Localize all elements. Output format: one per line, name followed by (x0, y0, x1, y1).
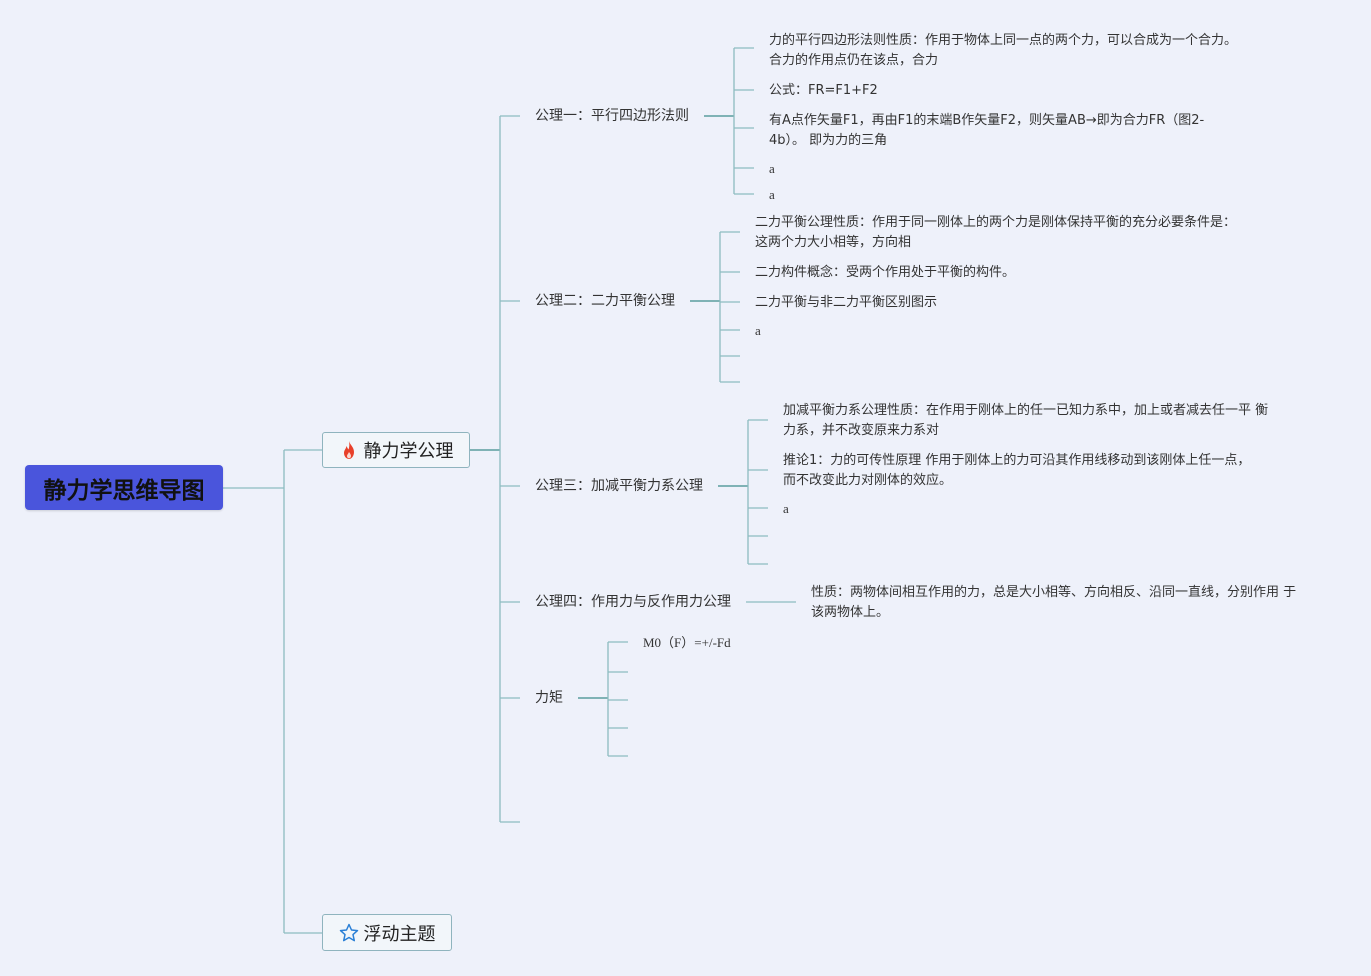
main-topic[interactable]: 静力学公理 (322, 432, 470, 468)
leaf-axiom-2-concept[interactable]: 二力构件概念：受两个作用处于平衡的构件。 (755, 265, 1016, 280)
main-topic-label: 静力学公理 (363, 441, 454, 462)
leaf-axiom-1-property[interactable]: 力的平行四边形法则性质：作用于物体上同一点的两个力，可以合成为一个合力。 合力的… (769, 33, 1238, 68)
leaf-axiom-3-property[interactable]: 加减平衡力系公理性质：在作用于刚体上的任一已知力系中，加上或者减去任一平 衡力系… (783, 403, 1269, 438)
leaf-axiom-3-a[interactable]: a (783, 501, 789, 516)
branch-axiom-2[interactable]: 公理二：二力平衡公理 (535, 293, 675, 309)
leaf-axiom-4-property[interactable]: 性质：两物体间相互作用的力，总是大小相等、方向相反、沿同一直线，分别作用 于该两… (811, 585, 1297, 620)
leaf-axiom-2-a[interactable]: a (755, 323, 761, 338)
fire-icon (339, 440, 359, 460)
leaf-axiom-3-corollary[interactable]: 推论1：力的可传性原理 作用于刚体上的力可沿其作用线移动到该刚体上任一点，而不改… (783, 453, 1251, 488)
star-icon (339, 923, 359, 943)
branch-axiom-1[interactable]: 公理一：平行四边形法则 (535, 108, 689, 124)
connector-b3-trunk (747, 419, 768, 565)
floating-topic-label: 浮动主题 (363, 923, 436, 945)
connector-main-trunk (499, 115, 520, 823)
connector-b2-trunk (719, 231, 740, 383)
connector-root (223, 449, 322, 934)
leaf-moment-formula[interactable]: M0（F）=+/-Fd (643, 635, 731, 650)
branch-axiom-4[interactable]: 公理四：作用力与反作用力公理 (535, 594, 731, 610)
floating-topic[interactable]: 浮动主题 (322, 914, 452, 951)
connector-b1-trunk (733, 47, 754, 195)
root-topic-label: 静力学思维导图 (43, 477, 205, 504)
connector-b5-trunk (607, 641, 628, 757)
branch-axiom-3[interactable]: 公理三：加减平衡力系公理 (535, 478, 703, 494)
leaf-axiom-2-diagram[interactable]: 二力平衡与非二力平衡区别图示 (755, 295, 938, 310)
leaf-axiom-1-a1[interactable]: a (769, 161, 775, 176)
root-topic[interactable]: 静力学思维导图 (25, 465, 223, 510)
leaf-axiom-1-construction[interactable]: 有A点作矢量F1，再由F1的末端B作矢量F2，则矢量AB→即为合力FR（图2-4… (769, 113, 1205, 148)
leaf-axiom-1-formula[interactable]: 公式：FR=F1+F2 (769, 83, 878, 98)
leaf-axiom-2-property[interactable]: 二力平衡公理性质：作用于同一刚体上的两个力是刚体保持平衡的充分必要条件是： 这两… (755, 215, 1237, 250)
branch-moment[interactable]: 力矩 (535, 690, 563, 706)
leaf-axiom-1-a2[interactable]: a (769, 187, 775, 202)
